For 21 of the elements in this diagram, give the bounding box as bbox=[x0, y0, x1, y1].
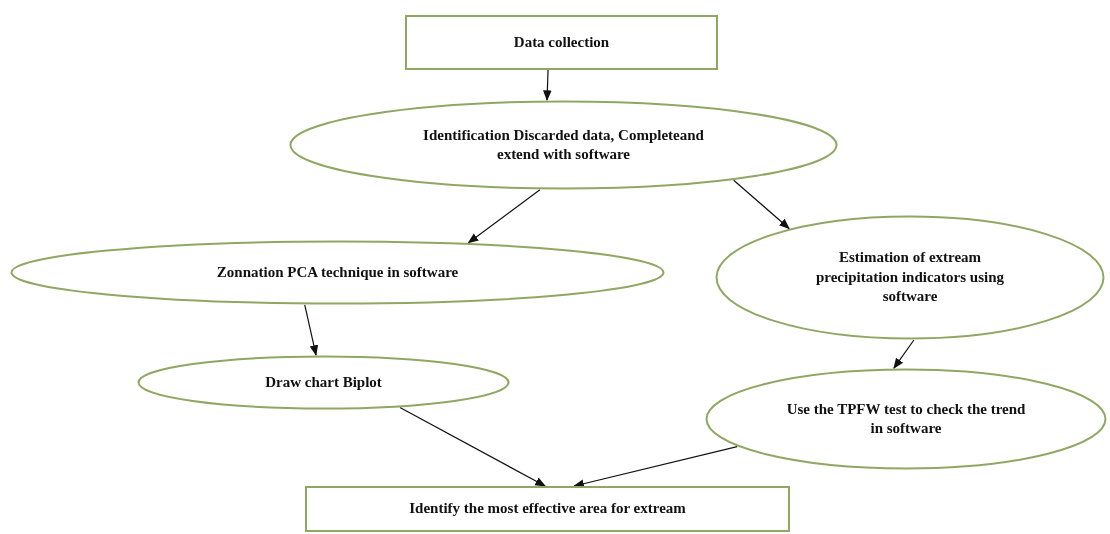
node-text: Use the TPFW test to check the trend in software bbox=[785, 399, 1027, 438]
arrow bbox=[304, 304, 319, 357]
process-ellipse bbox=[137, 355, 510, 410]
arrow bbox=[733, 179, 790, 230]
process-ellipse bbox=[705, 368, 1107, 470]
node-text: Estimation of extream precipitation indicators using software bbox=[815, 248, 1005, 307]
process-box bbox=[405, 15, 718, 70]
arrow bbox=[543, 69, 552, 102]
process-ellipse bbox=[715, 215, 1105, 340]
node-text: Identify the most effective area for extream bbox=[408, 499, 687, 519]
arrow bbox=[399, 406, 547, 487]
node-text: Identification Discarded data, Completeand extend with software bbox=[422, 125, 705, 164]
node-text: Draw chart Biplot bbox=[264, 372, 383, 392]
arrow bbox=[467, 189, 541, 244]
node-text: Data collection bbox=[512, 32, 611, 52]
process-box bbox=[305, 486, 790, 532]
arrow bbox=[573, 446, 738, 488]
arrow bbox=[893, 339, 915, 369]
process-ellipse bbox=[289, 100, 838, 190]
process-ellipse bbox=[10, 240, 665, 305]
node-text: Zonnation PCA technique in software bbox=[215, 262, 460, 282]
